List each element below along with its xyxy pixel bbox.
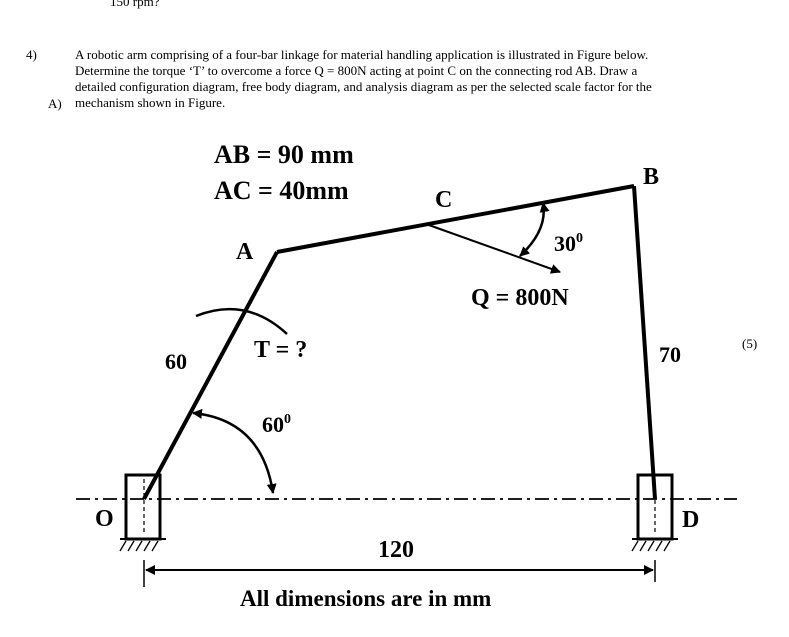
dimensions-footer: All dimensions are in mm bbox=[240, 586, 491, 611]
ground-support-o bbox=[119, 473, 166, 552]
question-line-3: detailed configuration diagram, free bod… bbox=[75, 79, 652, 94]
label-a: A bbox=[236, 239, 254, 265]
angle-60-arc bbox=[192, 408, 277, 494]
ab-dimension-text: AB = 90 mm bbox=[214, 140, 354, 169]
torque-arc bbox=[195, 307, 288, 335]
figure-background bbox=[75, 124, 737, 612]
label-d: D bbox=[682, 507, 699, 533]
label-b: B bbox=[643, 164, 659, 190]
force-q-label: Q = 800N bbox=[471, 285, 569, 311]
base-length-label: 120 bbox=[378, 537, 414, 563]
angle-o-value: 60 bbox=[262, 412, 284, 437]
angle-o-text: 600 bbox=[262, 412, 291, 437]
link-ab bbox=[276, 184, 635, 254]
angle-o-degree: 0 bbox=[284, 412, 291, 427]
question-text: A robotic arm comprising of a four-bar l… bbox=[75, 47, 735, 111]
question-line-4: mechanism shown in Figure. bbox=[75, 95, 226, 110]
question-number: 4) bbox=[26, 47, 37, 62]
angle-c-text: 300 bbox=[554, 231, 583, 256]
marks-label: (5) bbox=[742, 336, 758, 351]
previous-question-fragment: 150 rpm? bbox=[110, 0, 160, 9]
angle-c-degree: 0 bbox=[576, 231, 583, 246]
label-o: O bbox=[95, 506, 114, 532]
angle-c-value: 30 bbox=[554, 231, 576, 256]
torque-label: T = ? bbox=[254, 337, 307, 363]
question-line-2: Determine the torque ‘T’ to overcome a f… bbox=[75, 63, 638, 78]
link-bd bbox=[632, 185, 657, 500]
label-c: C bbox=[435, 187, 452, 213]
link-oa-length: 60 bbox=[165, 349, 187, 374]
ground-support-d bbox=[631, 473, 678, 552]
question-line-1: A robotic arm comprising of a four-bar l… bbox=[75, 47, 649, 62]
question-sub-label: A) bbox=[48, 96, 62, 111]
link-oa bbox=[142, 251, 279, 500]
ac-dimension-text: AC = 40mm bbox=[214, 176, 349, 205]
link-bd-length: 70 bbox=[659, 342, 681, 367]
angle-30-arc bbox=[519, 202, 550, 257]
force-q-arrow bbox=[425, 223, 561, 274]
